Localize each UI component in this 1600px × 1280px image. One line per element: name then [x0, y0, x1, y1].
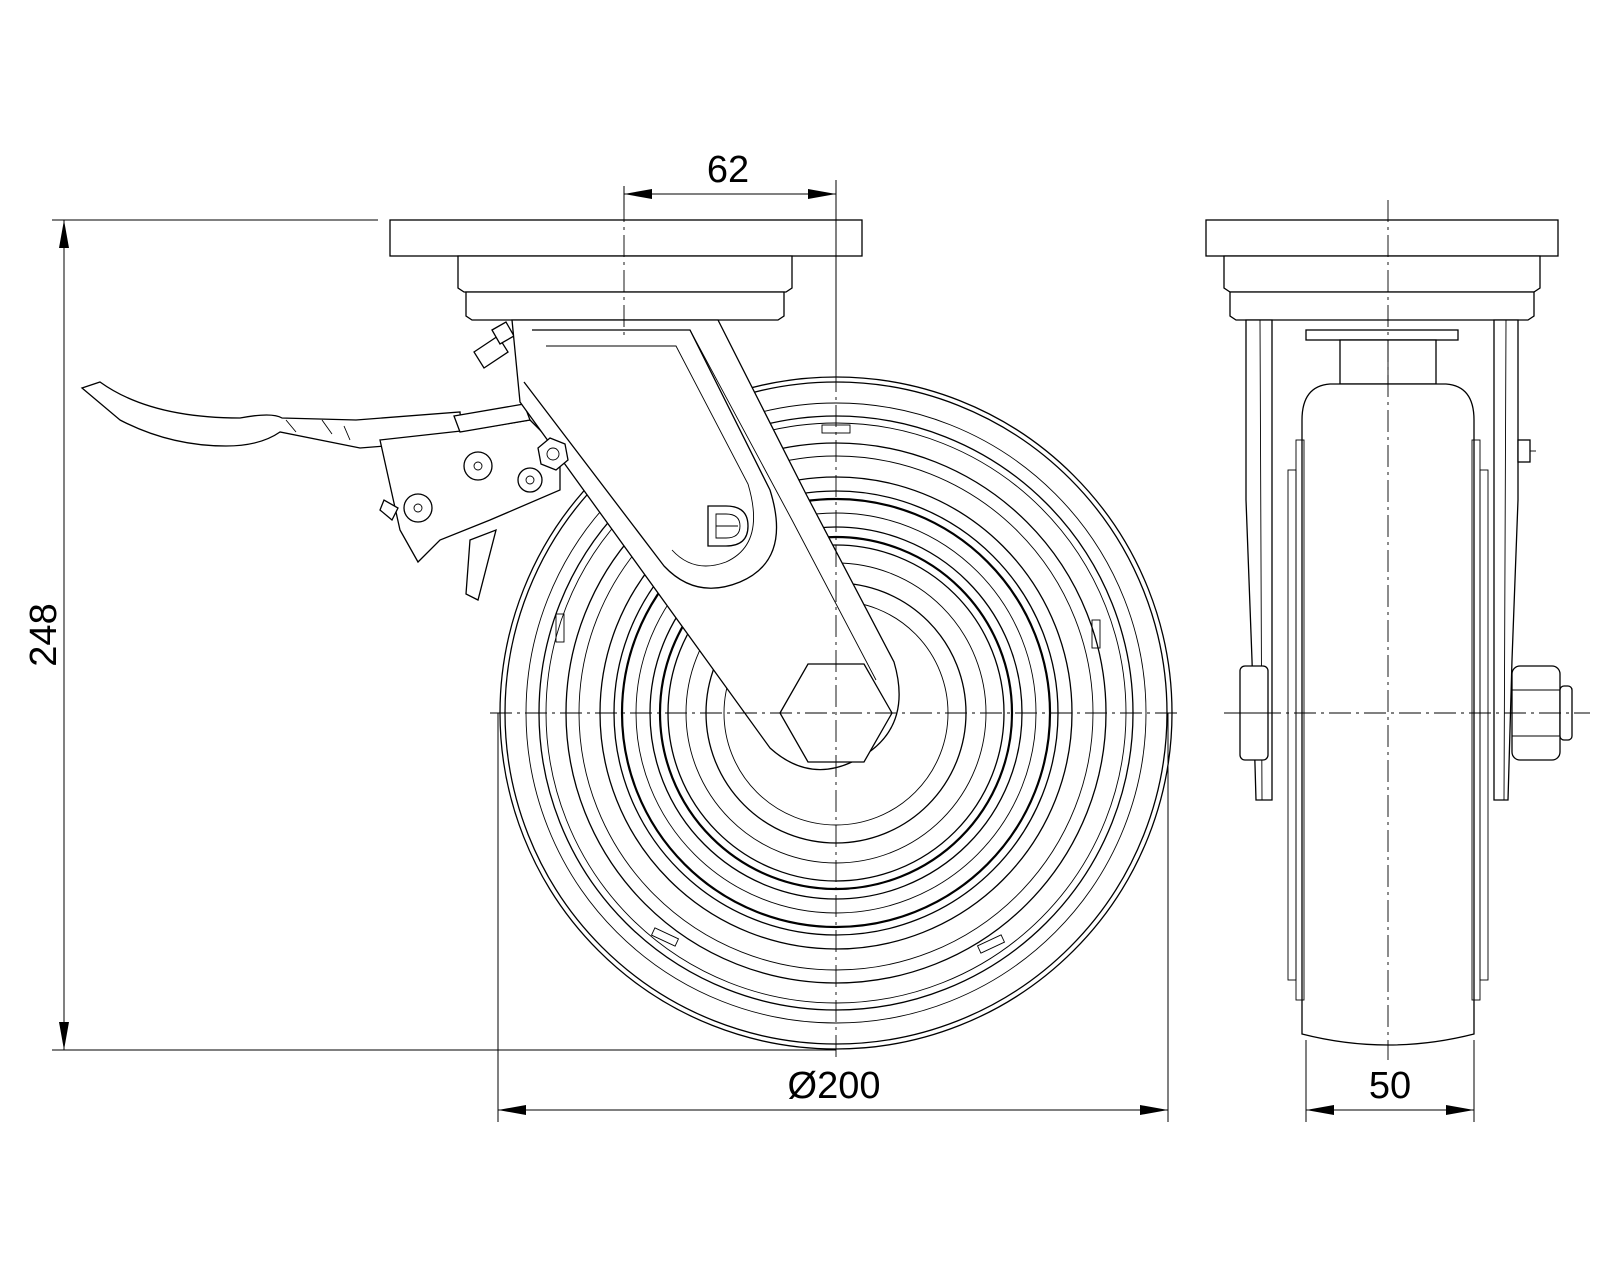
- dimensions: 62 248 Ø200 50: [23, 149, 1475, 1122]
- brake-lever: [80, 321, 561, 601]
- dim-offset: 62: [623, 149, 837, 370]
- brand-logo: [707, 505, 749, 547]
- side-centerlines: [490, 200, 1180, 1060]
- dim-width: 50: [1305, 1040, 1475, 1122]
- dim-offset-text: 62: [707, 149, 749, 191]
- dim-height-text: 248: [23, 603, 65, 666]
- top-plate: [389, 219, 863, 321]
- dim-width-text: 50: [1369, 1065, 1411, 1107]
- dim-diameter: Ø200: [497, 713, 1169, 1122]
- dim-height: 248: [23, 219, 836, 1051]
- dim-diameter-text: Ø200: [788, 1065, 881, 1107]
- tread-marks: [555, 424, 1101, 954]
- end-view: [1205, 200, 1590, 1060]
- side-view: [80, 200, 1180, 1060]
